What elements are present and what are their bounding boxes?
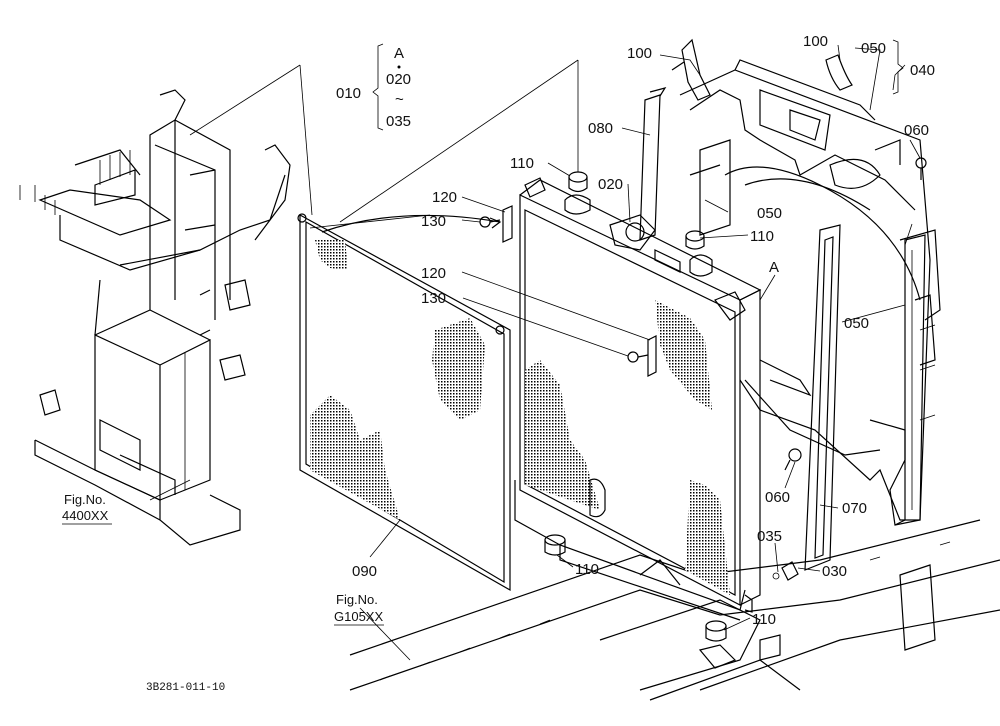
callout-090: 090	[352, 563, 377, 580]
callout-050-right: 050	[844, 315, 869, 332]
group-label-tilde: ~	[395, 91, 404, 108]
seal-strip-070	[804, 224, 841, 571]
chassis-rail	[349, 519, 1000, 701]
group-label-035: 035	[386, 113, 411, 130]
leader-lines	[149, 44, 921, 661]
fig-ref-left-code: 4400XX	[62, 508, 109, 523]
callout-120-lower: 120	[421, 265, 446, 282]
fig-ref-left-title: Fig.No.	[64, 492, 106, 507]
seal-100	[671, 38, 853, 101]
condenser-panel	[297, 213, 511, 592]
callout-070: 070	[842, 500, 867, 517]
callout-040: 040	[910, 62, 935, 79]
callout-130-upper: 130	[421, 213, 446, 230]
callout-110-lower-left: 110	[575, 561, 599, 578]
callout-050-mid: 050	[757, 205, 782, 222]
group-label-020: 020	[386, 71, 411, 88]
group-label-A: A	[394, 45, 404, 62]
callout-050-top: 050	[861, 40, 886, 57]
callout-130-lower: 130	[421, 290, 446, 307]
hardware	[479, 157, 927, 669]
fan-shroud	[679, 59, 941, 526]
fig-ref-bottom-code: G105XX	[334, 609, 383, 624]
callout-060-lower: 060	[765, 489, 790, 506]
callout-020: 020	[598, 176, 623, 193]
seal-strip-080	[639, 87, 667, 241]
callout-035: 035	[757, 528, 782, 545]
callout-030: 030	[822, 563, 847, 580]
group-label-010: 010	[336, 85, 361, 102]
side-strip-050	[889, 234, 926, 526]
callout-110-mid: 110	[750, 228, 774, 245]
group-bracket-010: 010 A 020 ~ 035	[336, 39, 904, 131]
radiator-core	[514, 177, 762, 621]
callout-100-left: 100	[627, 45, 652, 62]
callout-100-right: 100	[803, 33, 828, 50]
callout-A: A	[769, 259, 779, 276]
callout-110-top: 110	[510, 155, 534, 172]
fig-ref-left: Fig.No. 4400XX	[62, 492, 112, 525]
drawing-code: 3B281-011-10	[146, 682, 225, 694]
fig-ref-bottom: Fig.No. G105XX	[334, 592, 384, 626]
fig-ref-bottom-title: Fig.No.	[336, 592, 378, 607]
callout-110-lower-right: 110	[752, 611, 776, 628]
frame-assembly	[19, 89, 291, 546]
callout-120-upper: 120	[432, 189, 457, 206]
callout-080: 080	[588, 120, 613, 137]
callout-060-top: 060	[904, 122, 929, 139]
callout-labels: 100 100 050 040 060 080 110 020 050 110 …	[352, 33, 935, 628]
